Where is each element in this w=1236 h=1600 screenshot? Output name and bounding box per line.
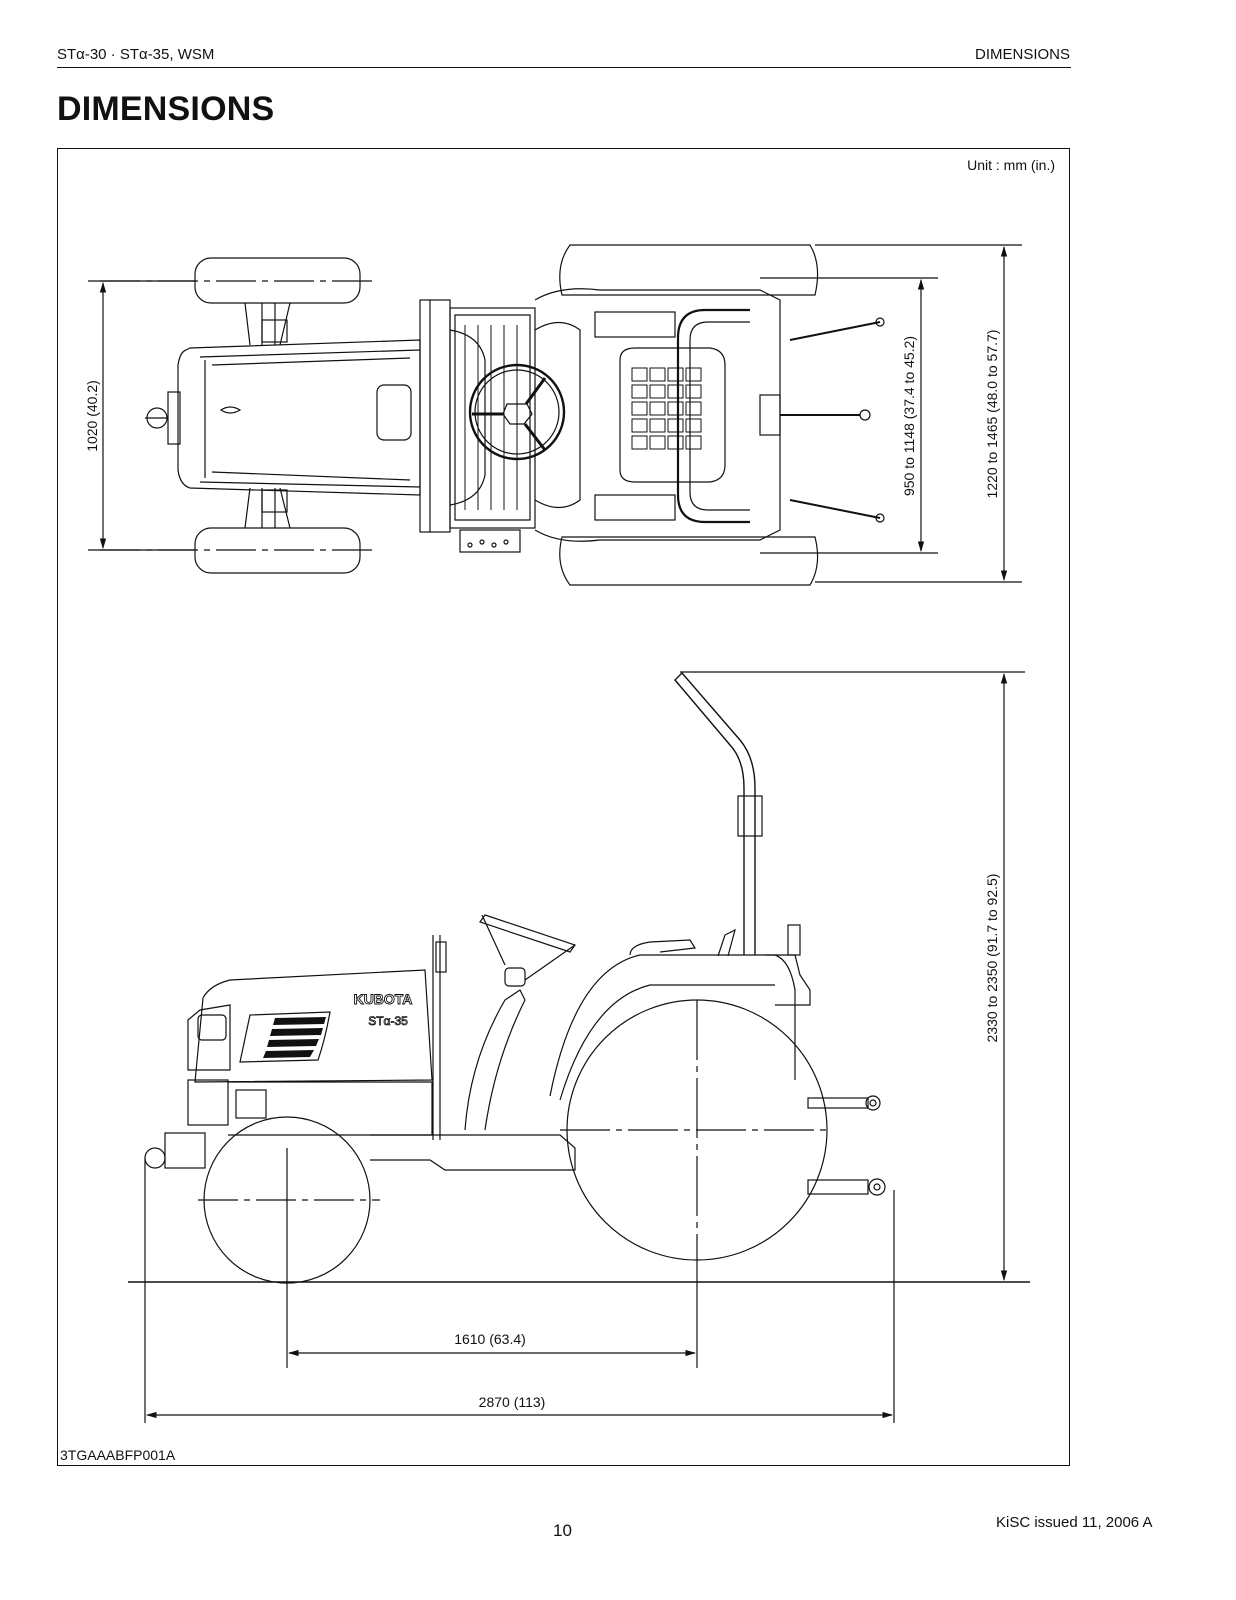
page-number: 10 xyxy=(553,1521,572,1540)
page-title: DIMENSIONS xyxy=(57,90,275,128)
header-model-label: STα-30 · STα-35, WSM xyxy=(57,46,215,63)
top-view-tractor xyxy=(100,244,885,586)
figure-frame: Unit : mm (in.) 3TGAAABFP001A xyxy=(57,148,1070,1466)
top-view-dimensions xyxy=(88,244,1022,583)
rear-tread-dimension: 950 to 1148 (37.4 to 45.2) xyxy=(901,336,917,496)
header-section-label: DIMENSIONS xyxy=(974,46,1070,63)
brand-label: KUBOTA xyxy=(354,991,413,1007)
model-label: STα-35 xyxy=(368,1014,408,1028)
header-rule xyxy=(57,67,1071,68)
front-tread-dimension: 1020 (40.2) xyxy=(84,380,100,452)
issue-label: KiSC issued 11, 2006 A xyxy=(996,1514,1153,1531)
overall-length-dimension: 2870 (113) xyxy=(479,1394,546,1410)
overall-width-dimension: 1220 to 1465 (48.0 to 57.7) xyxy=(984,330,1000,499)
figure-id: 3TGAAABFP001A xyxy=(60,1447,176,1463)
side-view-dimensions xyxy=(144,671,1025,1423)
unit-label: Unit : mm (in.) xyxy=(967,157,1055,173)
wheelbase-dimension: 1610 (63.4) xyxy=(454,1331,526,1347)
overall-height-dimension: 2330 to 2350 (91.7 to 92.5) xyxy=(984,874,1000,1043)
side-view-tractor xyxy=(128,671,1030,1284)
